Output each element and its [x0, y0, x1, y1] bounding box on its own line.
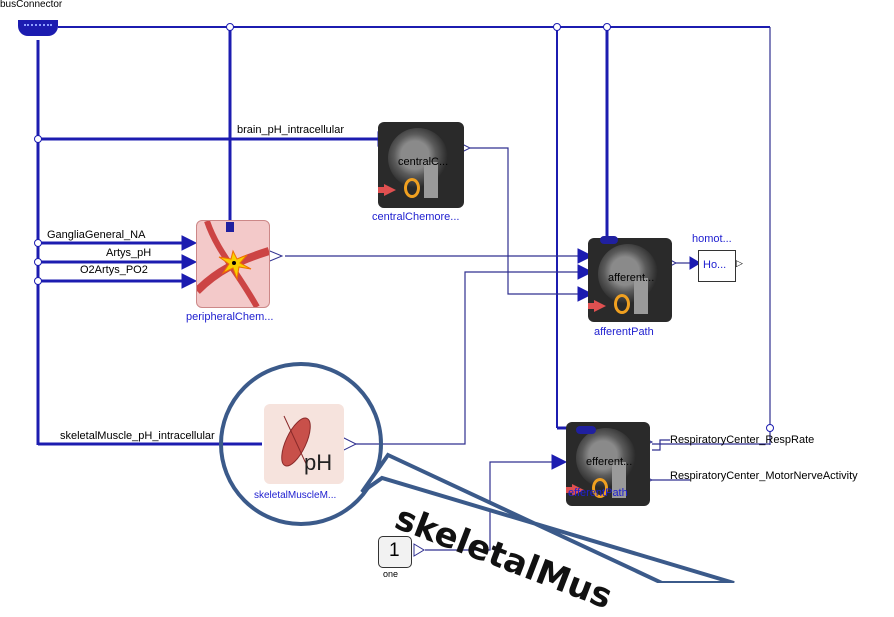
signal-label-artys-ph: Artys_pH — [106, 247, 152, 259]
starburst-icon — [197, 221, 269, 307]
efferent-block-inner-label: efferent... — [586, 456, 633, 468]
homot-block-inner-label: Ho... — [703, 259, 727, 271]
constant-one-block[interactable]: 1 — [378, 536, 412, 568]
muscle-icon — [281, 415, 311, 469]
skeletal-muscle-block[interactable]: pH — [264, 404, 344, 484]
constant-one-value: 1 — [389, 540, 400, 561]
homot-block-name: homot... — [692, 233, 732, 245]
skeletal-block-inner-label: pH — [304, 450, 333, 475]
homot-output-arrow: ▷ — [736, 258, 743, 268]
signal-label-motor-nerve: RespiratoryCenter_MotorNerveActivity — [670, 470, 858, 482]
afferent-path-block[interactable]: afferent... — [588, 238, 672, 322]
peripheral-block-name: peripheralChem... — [186, 311, 274, 323]
connection-wires — [34, 23, 774, 557]
afferent-block-inner-label: afferent... — [608, 272, 655, 284]
efferent-block-top-port — [576, 426, 596, 434]
afferent-block-name: afferentPath — [594, 326, 654, 338]
homot-block[interactable]: Ho... — [698, 250, 736, 282]
peripheral-block-top-port — [226, 222, 234, 232]
afferent-block-top-port — [600, 236, 618, 244]
bus-connector-icon[interactable] — [18, 20, 58, 36]
signal-label-skeletal-ph: skeletalMuscle_pH_intracellular — [60, 430, 215, 442]
constant-one-name: one — [383, 569, 399, 579]
signal-label-ganglia: GangliaGeneral_NA — [47, 229, 146, 241]
bus-connector-label: busConnector — [0, 0, 63, 10]
callout-overlay — [219, 362, 735, 583]
efferent-path-block[interactable]: efferent... — [566, 422, 650, 506]
peripheral-chemoreceptor-block[interactable] — [196, 220, 270, 308]
efferent-block-name: efferentPath — [568, 487, 628, 499]
central-chemoreceptor-block[interactable]: centralC... — [378, 122, 464, 208]
signal-label-artys-po2: O2Artys_PO2 — [80, 264, 148, 276]
skeletal-block-name: skeletalMuscleM... — [254, 490, 337, 501]
signal-label-resp-rate: RespiratoryCenter_RespRate — [670, 434, 815, 446]
central-block-name: centralChemore... — [372, 211, 460, 223]
signal-label-brain-ph: brain_pH_intracellular — [237, 124, 345, 136]
central-block-inner-label: centralC... — [398, 156, 449, 168]
